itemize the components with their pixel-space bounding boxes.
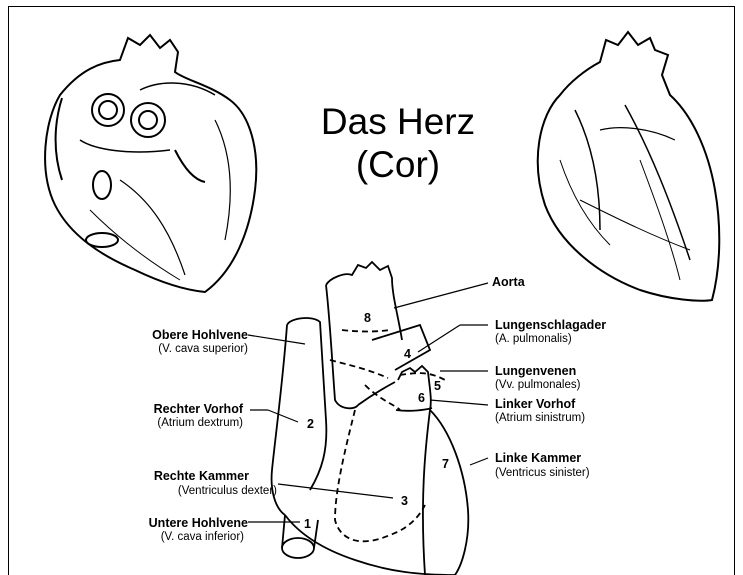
label-right-atrium-latin: (Atrium dextrum) xyxy=(157,418,243,430)
label-inferior-vena-cava-latin: (V. cava inferior) xyxy=(161,532,244,544)
number-right-ventricle: 3 xyxy=(401,495,408,508)
label-pulmonary-veins-latin: (Vv. pulmonales) xyxy=(495,380,580,392)
label-pulmonary-artery: Lungenschlagader xyxy=(495,319,606,332)
label-left-atrium: Linker Vorhof xyxy=(495,398,575,411)
heart-schematic xyxy=(272,262,469,575)
heart-illustration-anterior xyxy=(538,32,720,301)
number-left-ventricle: 7 xyxy=(442,458,449,471)
label-aorta: Aorta xyxy=(492,276,525,289)
label-superior-vena-cava: Obere Hohlvene xyxy=(152,329,248,342)
page-title: Das Herz xyxy=(293,103,503,140)
label-right-ventricle-latin: (Ventriculus dexter) xyxy=(178,486,277,498)
label-superior-vena-cava-latin: (V. cava superior) xyxy=(158,344,248,356)
label-left-ventricle-latin: (Ventricus sinister) xyxy=(495,468,590,480)
label-inferior-vena-cava: Untere Hohlvene xyxy=(149,517,248,530)
page-subtitle: (Cor) xyxy=(293,146,503,183)
label-right-ventricle: Rechte Kammer xyxy=(154,470,249,483)
heart-illustration-posterior xyxy=(45,35,256,292)
number-pulmonary-veins: 5 xyxy=(434,380,441,393)
number-aorta: 8 xyxy=(364,312,371,325)
label-pulmonary-artery-latin: (A. pulmonalis) xyxy=(495,334,572,346)
label-left-ventricle: Linke Kammer xyxy=(495,452,581,465)
label-right-atrium: Rechter Vorhof xyxy=(154,403,243,416)
number-right-atrium: 2 xyxy=(307,418,314,431)
label-left-atrium-latin: (Atrium sinistrum) xyxy=(495,413,585,425)
number-pulmonary-artery: 4 xyxy=(404,348,411,361)
number-left-atrium: 6 xyxy=(418,392,425,405)
label-pulmonary-veins: Lungenvenen xyxy=(495,365,576,378)
number-inferior-vena-cava: 1 xyxy=(304,518,311,531)
